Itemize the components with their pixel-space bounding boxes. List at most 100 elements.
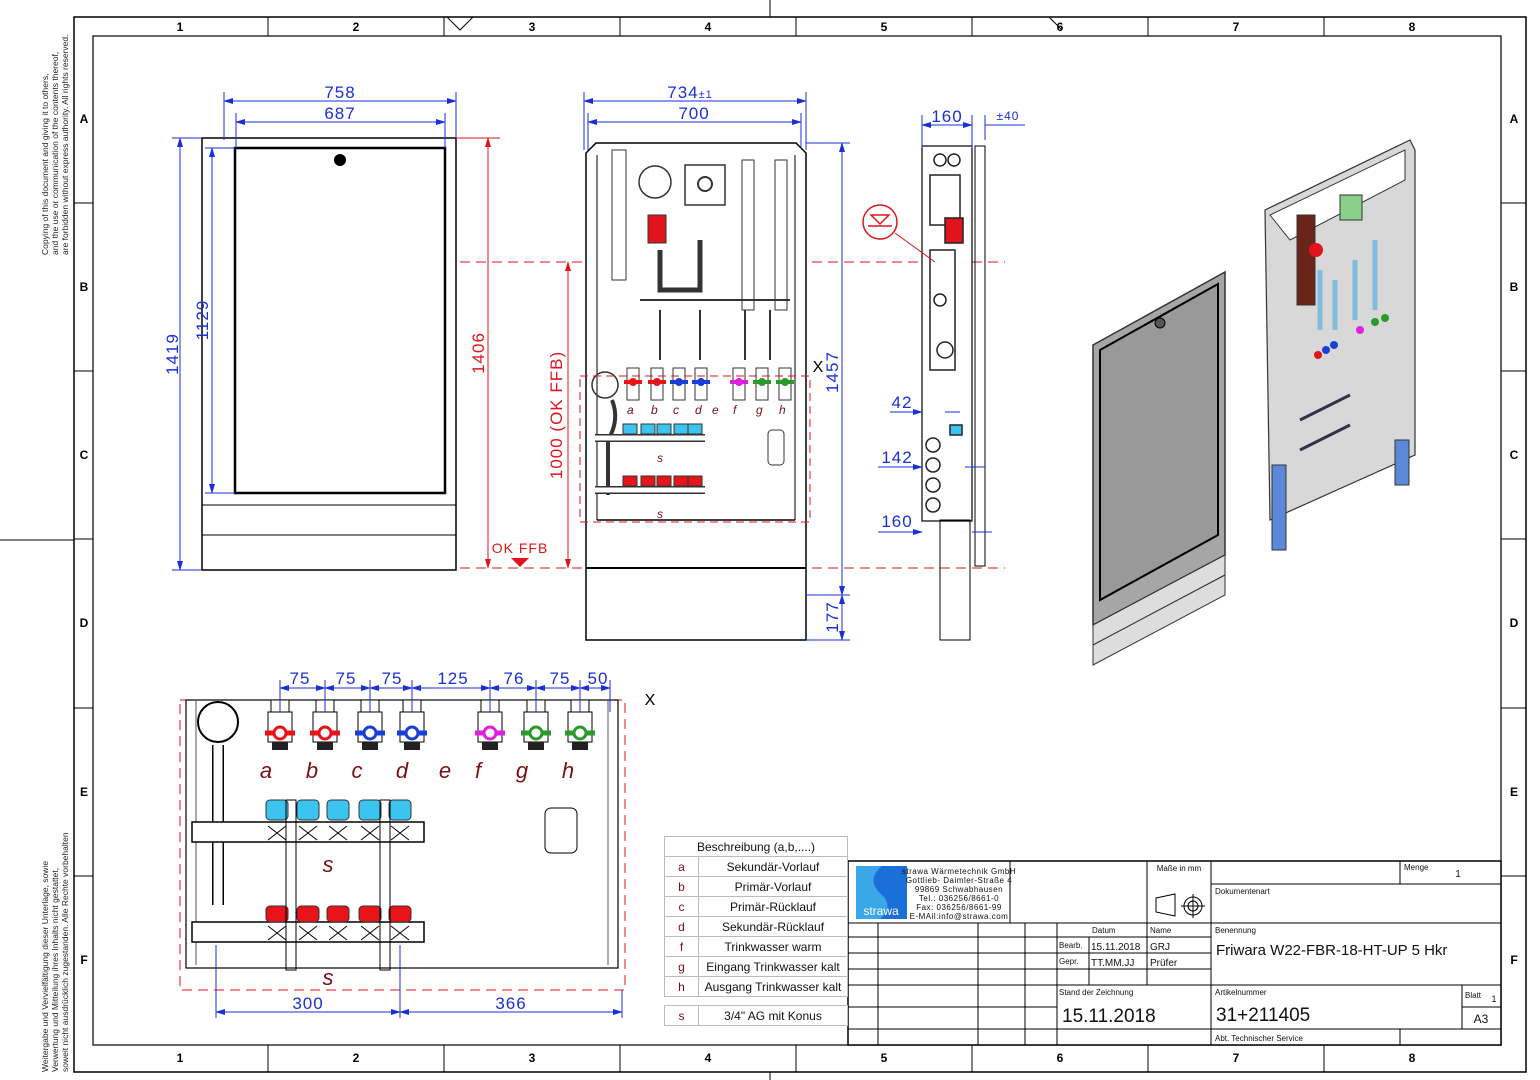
detail-port-label: c (352, 758, 363, 783)
legend-key: b (664, 876, 699, 897)
zone-row-label: D (80, 616, 89, 630)
gepr-label: Gepr. (1059, 957, 1079, 966)
benennung-value: Friwara W22-FBR-18-HT-UP 5 Hkr (1216, 942, 1447, 959)
dim-detail-spacing: 75 (336, 669, 357, 688)
dim-open-height-total: 1457 (823, 351, 842, 393)
title-block: strawa strawa Wärmetechnik GmbH Gottlieb… (847, 860, 1502, 1046)
open-port-label: g (756, 403, 763, 417)
valve-icon (624, 367, 642, 401)
zone-column-label: 4 (705, 1051, 712, 1065)
floor-marker-icon (511, 558, 529, 567)
manifold-cap-cold (265, 799, 289, 821)
company-line-6: E-MAil:info@strawa.com (910, 912, 1009, 921)
copyright-line-1: Copying of this document and giving it t… (40, 74, 50, 255)
gepr-date: TT.MM.JJ (1091, 958, 1134, 969)
zone-row-label: D (1510, 616, 1519, 630)
zone-column-label: 3 (529, 20, 536, 34)
dim-detail-bottom-right: 366 (495, 994, 526, 1013)
isometric-open-view (1264, 139, 1416, 551)
detail-port-label: d (396, 758, 409, 783)
legend-key: g (664, 956, 699, 977)
detail-port-label: h (562, 758, 574, 783)
legend-key: f (664, 936, 699, 957)
gepr-name: Prüfer (1150, 958, 1178, 969)
floor-label: OK FFB (492, 540, 549, 556)
dim-open-width-outer: 734±1 (667, 83, 713, 102)
copyright-de-line-2: Verwertung und Mitteilung ihres Inhalts … (50, 868, 60, 1072)
valve-icon (265, 699, 295, 750)
manifold-cap-hot (358, 905, 382, 923)
dim-detail-spacing: 75 (382, 669, 403, 688)
strawa-logo: strawa (856, 866, 907, 919)
company-line-1: strawa Wärmetechnik GmbH (902, 867, 1016, 876)
manifold-cap-cold (388, 799, 412, 821)
benennung-label: Benennung (1215, 926, 1256, 935)
units-label: Maße in mm (1157, 864, 1202, 873)
legend-value: Sekundär-Vorlauf (698, 856, 848, 877)
manifold-cap-hot (687, 475, 703, 487)
dim-side-offset-160: 160 (881, 512, 912, 531)
zone-column-label: 8 (1409, 1051, 1416, 1065)
legend-key: a (664, 856, 699, 877)
legend-value: Primär-Rücklauf (698, 896, 848, 917)
projection-cone-icon (1155, 893, 1176, 917)
open-port-label: d (695, 403, 702, 417)
dim-detail-bottom-left: 300 (292, 994, 323, 1013)
valve-icon (692, 367, 710, 401)
dim-side-offset-142: 142 (881, 448, 912, 467)
open-port-label: f (733, 403, 738, 417)
legend-key: s (664, 1005, 699, 1026)
manifold-cap-hot (326, 905, 350, 923)
manifold-cap-hot (388, 905, 412, 923)
menge-value: 1 (1455, 869, 1461, 880)
sheet-format: A3 (1474, 1012, 1489, 1026)
open-port-label: b (651, 403, 658, 417)
zone-row-label: C (1510, 448, 1519, 462)
blatt-value: 1 (1491, 994, 1496, 1004)
detail-manifold-label-bottom: s (323, 965, 334, 990)
blatt-label: Blatt (1465, 991, 1482, 1000)
zone-column-label: 8 (1409, 20, 1416, 34)
valve-icon (355, 699, 385, 750)
valve-icon (776, 367, 794, 401)
detail-view-valves (265, 699, 595, 750)
manifold-cap-cold (687, 423, 703, 435)
open-view-manifold (595, 423, 705, 494)
zone-row-label: B (1510, 280, 1519, 294)
zone-column-label: 2 (353, 1051, 360, 1065)
legend-title: Beschreibung (a,b,....) (664, 836, 848, 857)
zone-row-label: E (1510, 785, 1518, 799)
valve-icon (670, 367, 688, 401)
copyright-de-line-1: Weitergabe und Vervielfältigung dieser U… (40, 861, 50, 1072)
manifold-cap-cold (640, 423, 656, 435)
dim-detail-spacing: 76 (504, 669, 525, 688)
datum-label: Datum (1092, 926, 1116, 935)
legend-value: Sekundär-Rücklauf (698, 916, 848, 937)
logo-text: strawa (863, 904, 899, 918)
department: Abt. Technischer Service (1215, 1034, 1303, 1043)
valve-icon (397, 699, 427, 750)
valve-icon (730, 367, 748, 401)
legend-key: c (664, 896, 699, 917)
company-line-4: Tel.: 036256/8661-0 (919, 894, 999, 903)
legend-value: Ausgang Trinkwasser kalt (698, 976, 848, 997)
legend-row-s: s 3/4" AG mit Konus (664, 1005, 848, 1026)
open-port-label: a (627, 403, 634, 417)
dim-front-width-outer: 758 (324, 83, 355, 102)
bearb-name: GRJ (1150, 942, 1170, 953)
valve-icon (753, 367, 771, 401)
dim-front-height-inner: 1129 (193, 300, 212, 341)
manifold-cap-cold (326, 799, 350, 821)
detail-port-label: e (439, 758, 451, 783)
bearb-date: 15.11.2018 (1091, 942, 1141, 953)
detail-view-manifold (191, 799, 425, 971)
